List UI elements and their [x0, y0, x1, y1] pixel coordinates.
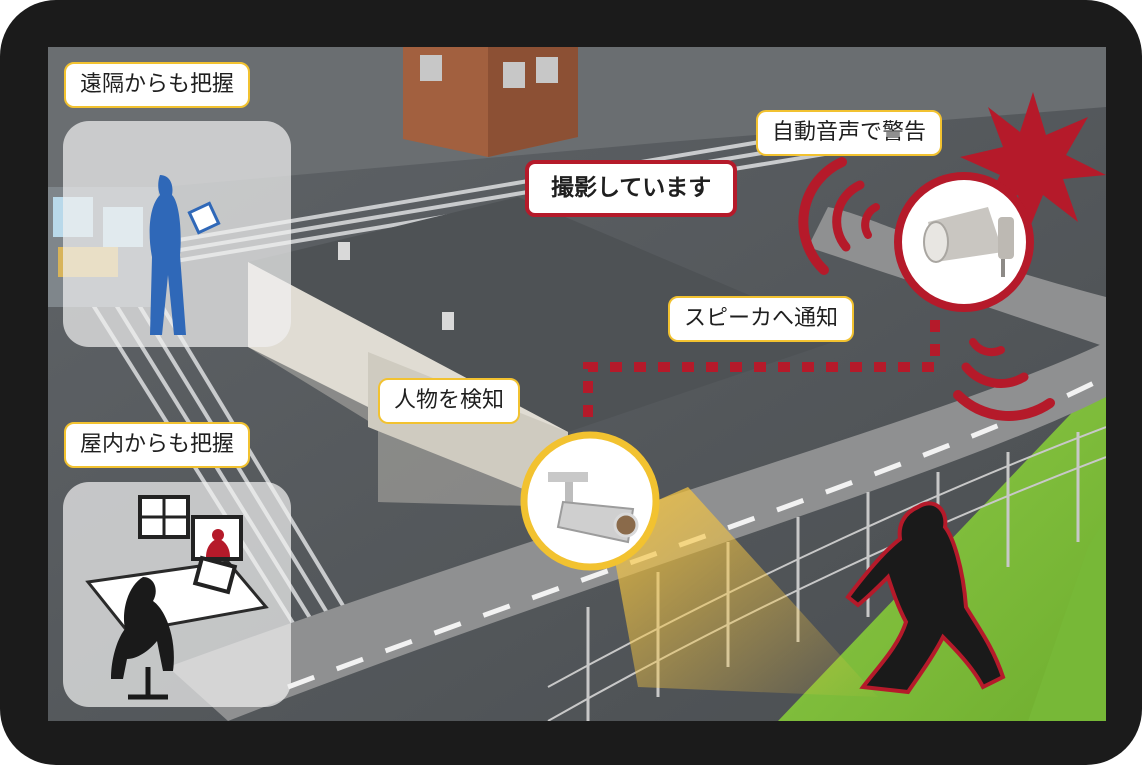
label-indoor-monitoring: 屋内からも把握 — [64, 422, 251, 468]
indoor-panel-art — [63, 482, 291, 707]
sound-waves — [798, 157, 1055, 421]
intruder-silhouette — [845, 501, 1006, 695]
label-auto-voice-warning: 自動音声で警告 — [756, 110, 943, 156]
scene-illustration — [48, 47, 1106, 721]
label-remote-monitoring: 遠隔からも把握 — [64, 62, 251, 108]
label-detect-person: 人物を検知 — [378, 378, 521, 424]
label-recording-alert: 撮影しています — [525, 160, 738, 217]
security-camera-icon — [520, 431, 660, 571]
security-scene — [48, 47, 1106, 721]
remote-person — [149, 175, 186, 335]
tablet-icon — [187, 201, 221, 235]
horn-speaker-icon — [894, 172, 1034, 312]
notify-path — [583, 317, 940, 417]
remote-panel-art — [63, 121, 291, 347]
label-notify-speaker: スピーカへ通知 — [668, 296, 855, 342]
brick-building — [403, 47, 578, 157]
grass-shade — [1028, 517, 1106, 721]
camera-beam — [608, 487, 878, 697]
